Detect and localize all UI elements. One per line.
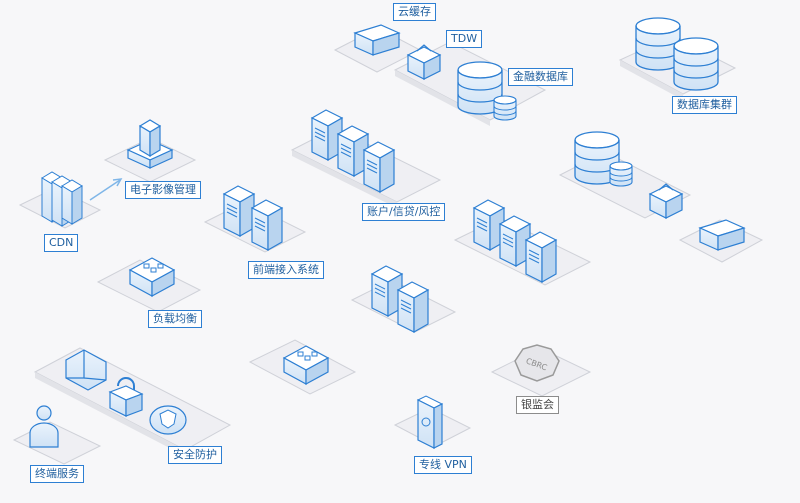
connector-arrow	[89, 179, 121, 201]
cbrc-group: CBRC	[490, 344, 592, 397]
server-icon	[363, 141, 395, 193]
center-servers-group	[350, 265, 457, 333]
load-balancer-group	[96, 257, 202, 313]
building-icon	[126, 119, 174, 169]
database-icon	[673, 37, 719, 91]
user-icon	[29, 405, 59, 448]
label-cloud-cache: 云缓存	[393, 3, 436, 21]
label-account-credit-risk: 账户/信贷/风控	[362, 203, 446, 221]
label-security: 安全防护	[168, 446, 222, 464]
server-icon	[223, 185, 255, 237]
label-cdn: CDN	[44, 234, 79, 252]
load-balancer-group-2	[248, 339, 357, 395]
label-tdw: TDW	[446, 30, 483, 48]
db-cluster-group	[618, 17, 737, 100]
shield-icon	[149, 405, 187, 435]
vpn-group	[393, 395, 472, 449]
load-balancer-icon	[282, 345, 330, 386]
server-icon	[397, 281, 429, 333]
file-rack-icon	[41, 171, 83, 227]
label-load-balance: 负载均衡	[148, 310, 202, 328]
label-image-mgmt: 电子影像管理	[125, 181, 201, 199]
server-icon	[525, 231, 557, 283]
database-icon	[493, 95, 517, 121]
image-mgmt-group	[103, 119, 197, 183]
label-cbrc: 银监会	[516, 396, 559, 414]
database-icon	[609, 161, 633, 187]
cbrc-badge-icon: CBRC	[514, 344, 560, 382]
label-terminal-service: 终端服务	[30, 465, 84, 483]
finance-db-group	[393, 41, 547, 126]
frontend-servers-group	[203, 185, 307, 253]
label-finance-db: 金融数据库	[508, 68, 573, 86]
terminal-group	[12, 405, 102, 465]
right-db-group	[558, 131, 764, 263]
mid-servers-group	[453, 199, 592, 286]
vpn-card-icon	[416, 395, 444, 449]
cdn-group	[18, 171, 123, 229]
label-db-cluster: 数据库集群	[672, 96, 737, 114]
lock-icon	[108, 377, 144, 417]
account-servers-group	[290, 109, 442, 208]
security-group	[33, 347, 232, 456]
firewall-icon	[65, 349, 107, 391]
load-balancer-icon	[128, 257, 176, 298]
label-frontend-access: 前端接入系统	[248, 261, 324, 279]
label-vpn: 专线 VPN	[414, 456, 472, 474]
server-icon	[251, 199, 283, 251]
